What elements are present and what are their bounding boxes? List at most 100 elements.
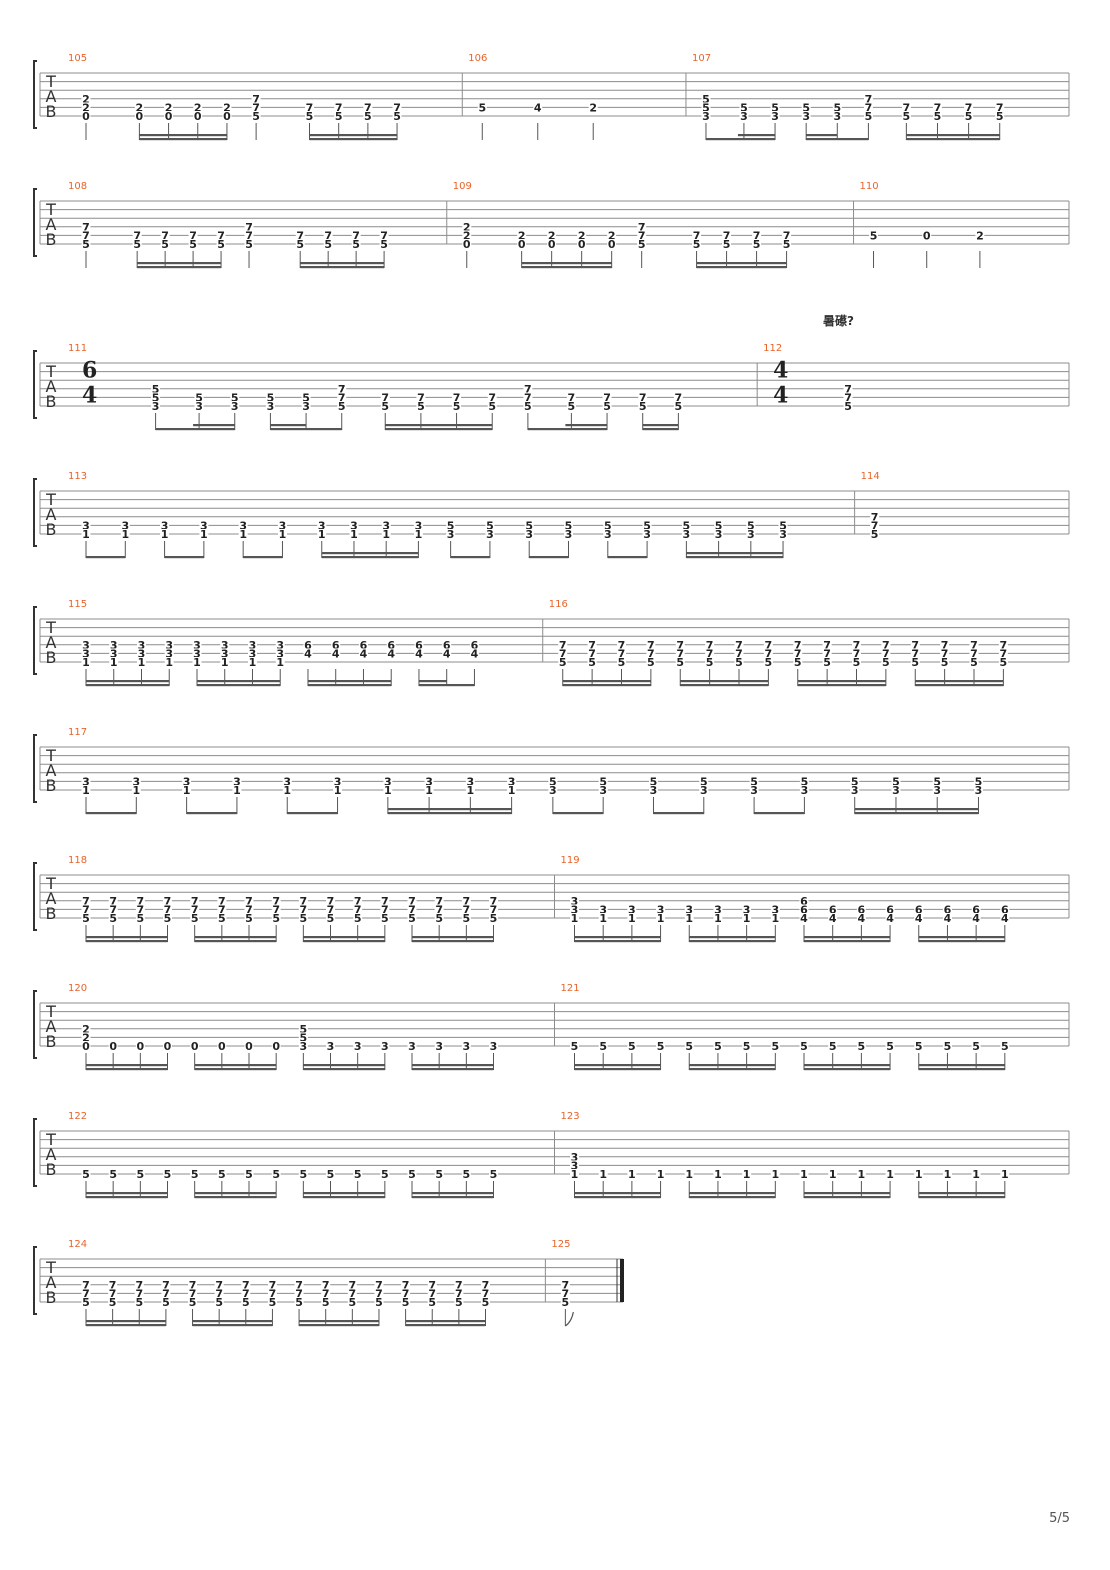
fret-number: 1	[657, 912, 665, 925]
fret-number: 1	[467, 784, 475, 797]
measure-number: 106	[468, 53, 487, 64]
fret-bg	[265, 392, 275, 403]
fret-number: 3	[249, 639, 257, 652]
fret-number: 7	[618, 639, 626, 652]
fret-number: 0	[218, 1040, 226, 1053]
fret-number: 5	[941, 656, 949, 669]
fret-bg	[799, 904, 809, 915]
fret-bg	[222, 102, 232, 113]
fret-number: 1	[200, 528, 208, 541]
fret-number: 3	[82, 519, 90, 532]
fret-number: 7	[324, 229, 332, 242]
beam-secondary	[521, 262, 552, 265]
fret-bg	[192, 639, 202, 650]
fret-bg	[822, 648, 832, 659]
fret-number: 5	[354, 1168, 362, 1181]
beam	[385, 428, 493, 431]
fret-bg	[192, 657, 202, 667]
fret-bg	[843, 383, 853, 394]
system-bracket	[33, 990, 37, 1059]
fret-number: 1	[571, 912, 579, 925]
measure-number: 117	[68, 727, 87, 738]
beam-secondary	[221, 1064, 250, 1067]
beam	[562, 684, 651, 687]
beam	[307, 684, 392, 687]
beam-secondary	[439, 936, 467, 939]
beam-secondary	[631, 1192, 661, 1195]
fret-bg	[701, 102, 711, 113]
fret-number: 3	[408, 1040, 416, 1053]
fret-bg	[392, 111, 402, 121]
fret-number: 3	[683, 528, 691, 541]
beam	[86, 1324, 166, 1327]
fret-number: 5	[195, 391, 203, 404]
fret-number: 5	[354, 912, 362, 925]
fret-bg	[627, 904, 637, 915]
fret-bg	[217, 913, 227, 923]
fret-number: 7	[524, 391, 532, 404]
fret-bg	[462, 239, 472, 249]
beam-secondary	[192, 1320, 220, 1323]
fret-number: 5	[565, 519, 573, 532]
fret-number: 7	[1000, 639, 1008, 652]
fret-number: 3	[221, 647, 229, 660]
fret-bg	[323, 230, 333, 241]
fret-number: 4	[886, 912, 894, 925]
fret-number: 5	[996, 110, 1004, 123]
fret-number: 5	[402, 1296, 410, 1309]
fret-bg	[533, 102, 543, 113]
fret-number: 0	[164, 1040, 172, 1053]
fret-number: 4	[387, 647, 395, 660]
fret-number: 0	[82, 110, 90, 123]
beam	[139, 138, 227, 141]
fret-bg	[363, 102, 373, 113]
fret-number: 5	[588, 656, 596, 669]
fret-bg	[489, 1041, 499, 1051]
fret-number: 7	[215, 1287, 223, 1300]
fret-number: 7	[162, 1279, 170, 1292]
fret-bg	[383, 785, 393, 795]
fret-number: 1	[82, 528, 90, 541]
beam	[680, 684, 769, 687]
fret-bg	[881, 657, 891, 667]
fret-number: 5	[524, 400, 532, 413]
fret-bg	[648, 776, 658, 787]
fret-bg	[160, 239, 170, 249]
beam	[906, 138, 1000, 141]
fret-number: 7	[647, 639, 655, 652]
fret-number: 1	[249, 656, 257, 669]
fret-number: 5	[191, 1168, 199, 1181]
fret-bg	[81, 1297, 91, 1307]
fret-bg	[241, 1279, 251, 1290]
fret-bg	[739, 111, 749, 121]
beam-secondary	[976, 1192, 1005, 1195]
fret-number: 1	[944, 1168, 952, 1181]
fret-number: 7	[903, 101, 911, 114]
fret-number: 1	[82, 656, 90, 669]
fret-number: 7	[735, 647, 743, 660]
fret-bg	[782, 230, 792, 241]
fret-bg	[326, 1169, 336, 1179]
fret-number: 3	[628, 903, 636, 916]
beam-secondary	[386, 552, 419, 555]
fret-number: 5	[604, 519, 612, 532]
measure-number: 118	[68, 855, 87, 866]
fret-bg	[381, 529, 391, 539]
fret-bg	[942, 904, 952, 915]
fret-bg	[135, 895, 145, 906]
fret-number: 3	[249, 647, 257, 660]
beam-secondary	[804, 1064, 833, 1067]
fret-number: 7	[765, 639, 773, 652]
fret-number: 3	[221, 639, 229, 652]
fret-bg	[598, 776, 608, 787]
fret-bg	[607, 239, 617, 249]
fret-bg	[298, 1023, 308, 1034]
fret-number: 7	[327, 895, 335, 908]
fret-bg	[752, 230, 762, 241]
fret-bg	[190, 913, 200, 923]
beam-secondary	[689, 936, 718, 939]
fret-number: 5	[381, 912, 389, 925]
fret-number: 3	[525, 528, 533, 541]
fret-number: 3	[233, 775, 241, 788]
fret-bg	[770, 1041, 780, 1051]
